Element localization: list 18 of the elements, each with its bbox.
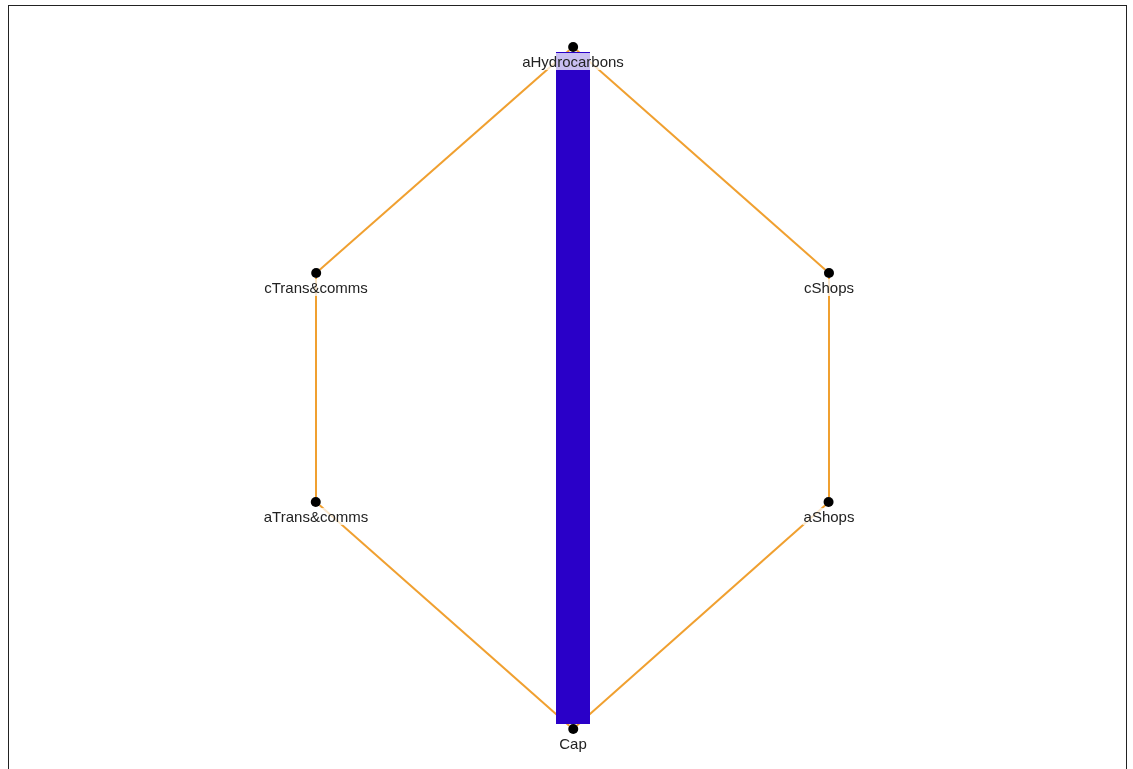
connector-line	[318, 49, 571, 271]
graph-node	[263, 268, 369, 296]
node-label: aShops	[802, 508, 856, 525]
thick-connector	[556, 52, 590, 724]
connector-line	[828, 277, 830, 498]
connector-line	[315, 277, 317, 498]
graph-node	[262, 497, 370, 525]
node-label: aTrans&comms	[262, 508, 370, 525]
connector-line	[575, 504, 827, 727]
graph-node	[558, 724, 588, 752]
connector-line	[318, 504, 571, 727]
graph-node	[802, 497, 856, 525]
graph-node	[521, 42, 625, 70]
node-label: aHydrocarbons	[521, 53, 625, 70]
node-label: cShops	[803, 279, 855, 296]
graph-node	[803, 268, 855, 296]
connector-line	[575, 49, 827, 271]
node-label: cTrans&comms	[263, 279, 369, 296]
